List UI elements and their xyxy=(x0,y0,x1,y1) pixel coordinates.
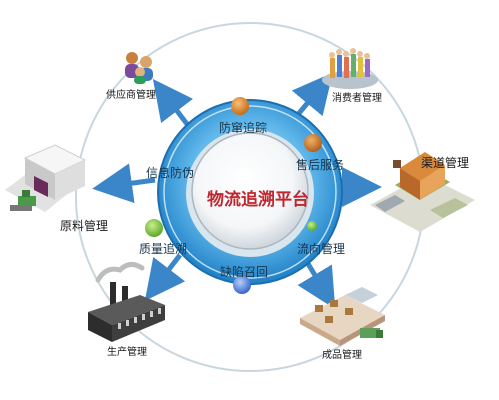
factory-icon xyxy=(88,262,165,342)
core-disc xyxy=(191,132,309,250)
node-label-consumer: 消费者管理 xyxy=(332,93,382,104)
people-icon xyxy=(125,52,153,84)
arrow-consumer xyxy=(291,72,333,120)
node-label-raw-material: 原料管理 xyxy=(60,219,109,233)
connector-arrows xyxy=(92,72,382,310)
arrow-production xyxy=(144,253,186,301)
crowd-icon xyxy=(322,48,378,89)
dot-flow-management xyxy=(307,221,317,231)
warehouse-icon xyxy=(5,144,87,212)
ring-label-defect-recall: 缺陷召回 xyxy=(220,265,269,279)
arrow-raw-material xyxy=(92,163,156,204)
ring-label-anti-counterfeit: 信息防伪 xyxy=(146,166,195,180)
platform-title: 物流追溯平台 xyxy=(207,190,309,210)
node-label-product: 成品管理 xyxy=(322,350,362,361)
dot-fake-prevention xyxy=(231,97,249,115)
ring-label-after-sales: 售后服务 xyxy=(296,158,345,172)
node-label-production: 生产管理 xyxy=(107,347,147,358)
ring-label-flow-management: 流向管理 xyxy=(297,242,346,256)
node-label-supplier: 供应商管理 xyxy=(106,90,156,101)
store-icon xyxy=(370,152,475,232)
ring-label-fake-prevention: 防窜追踪 xyxy=(219,121,268,135)
arrow-product xyxy=(297,260,336,310)
distribution-icon xyxy=(300,287,385,346)
dot-after-sales xyxy=(304,134,322,152)
dot-defect-recall xyxy=(233,276,251,294)
arrow-supplier xyxy=(152,79,194,130)
ring-label-quality-trace: 质量追溯 xyxy=(139,242,188,256)
dot-quality-trace xyxy=(145,219,163,237)
node-label-channel: 渠道管理 xyxy=(421,156,470,170)
